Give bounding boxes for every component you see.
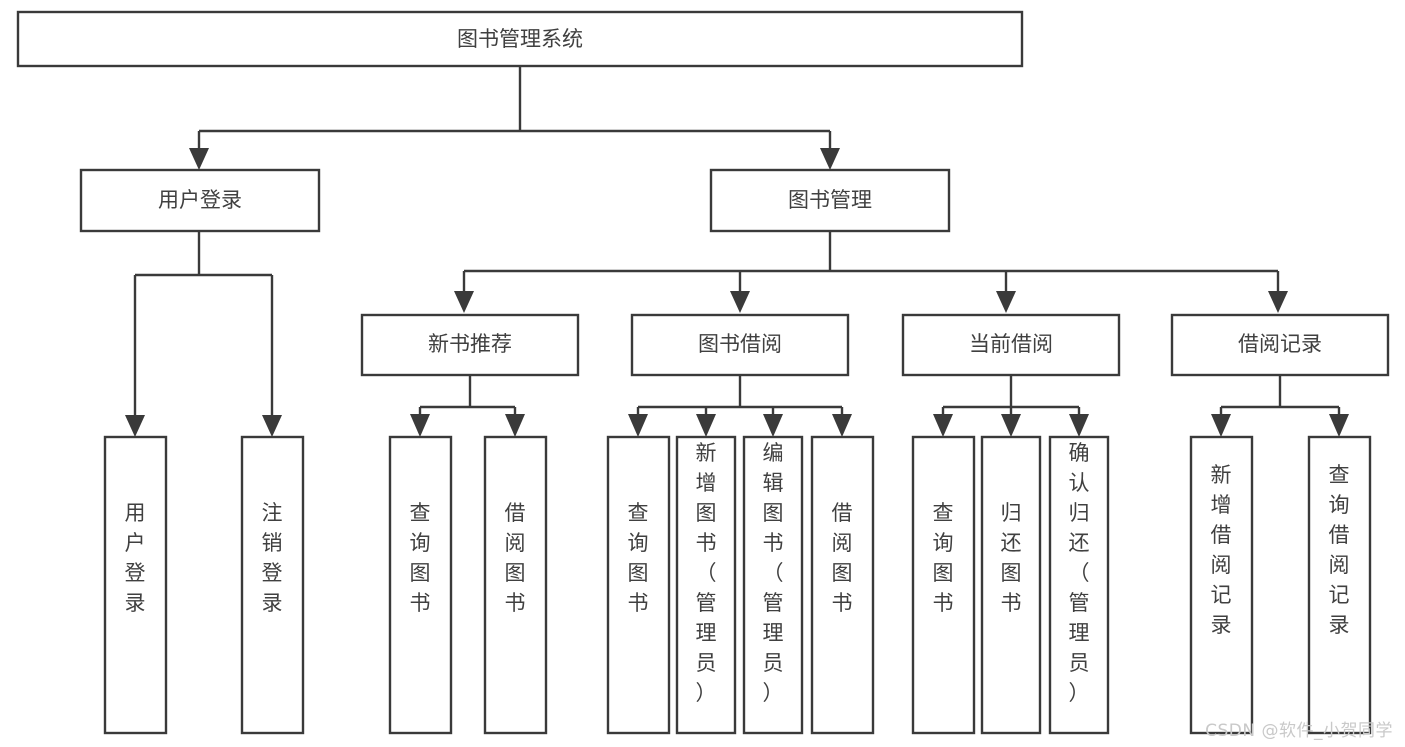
node-leaf-9-label: 查询图书	[933, 501, 954, 615]
node-leaf-5-label: 查询图书	[628, 501, 649, 615]
arrow-icon-to-leaf5	[628, 414, 648, 437]
arrowheads-layer	[125, 148, 1349, 437]
node-leaf-5-box[interactable]	[606, 435, 671, 735]
node-leaf-6-label: 新增图书（管理员）	[696, 441, 717, 705]
node-leaf-13[interactable]: 查询借阅记录	[1307, 435, 1372, 735]
node-book-mgmt-box[interactable]	[709, 168, 951, 233]
node-book-mgmt[interactable]: 图书管理	[709, 168, 951, 233]
arrow-icon-to-currentborrow	[996, 291, 1016, 313]
node-book-borrow-box[interactable]	[630, 313, 850, 377]
node-leaf-2-box[interactable]	[240, 435, 305, 735]
leaf-nodes-layer: 用户登录 注销登录 查询图书 借阅图书 查询图书 新增图书（管理员）	[103, 435, 1372, 735]
arrow-icon-to-leaf7	[763, 414, 783, 437]
node-root-box[interactable]	[16, 10, 1024, 68]
node-leaf-7-label: 编辑图书（管理员）	[763, 441, 784, 705]
node-leaf-10-label: 归还图书	[1001, 501, 1022, 615]
node-borrow-record[interactable]: 借阅记录	[1170, 313, 1390, 377]
arrow-icon-to-bookborrow	[730, 291, 750, 313]
node-root-label: 图书管理系统	[457, 27, 583, 51]
node-leaf-13-label: 查询借阅记录	[1329, 463, 1350, 637]
node-leaf-1[interactable]: 用户登录	[103, 435, 168, 735]
node-leaf-6-box[interactable]	[675, 435, 737, 735]
node-new-book-rec-label: 新书推荐	[428, 332, 512, 356]
node-login[interactable]: 用户登录	[79, 168, 321, 233]
node-leaf-2-label: 注销登录	[262, 501, 283, 615]
arrow-icon-to-leaf4	[505, 414, 525, 437]
node-leaf-11-label: 确认归还（管理员）	[1069, 441, 1090, 705]
node-login-label: 用户登录	[158, 188, 242, 212]
arrow-icon-to-login	[189, 148, 209, 170]
node-leaf-1-label: 用户登录	[125, 501, 146, 615]
node-login-box[interactable]	[79, 168, 321, 233]
node-leaf-11-box[interactable]	[1048, 435, 1110, 735]
node-leaf-10-box[interactable]	[980, 435, 1042, 735]
arrow-icon-to-leaf9	[933, 414, 953, 437]
node-leaf-1-box[interactable]	[103, 435, 168, 735]
node-leaf-12-label: 新增借阅记录	[1211, 463, 1232, 637]
node-leaf-4[interactable]: 借阅图书	[483, 435, 548, 735]
arrow-icon-to-leaf11	[1069, 414, 1089, 437]
node-root[interactable]: 图书管理系统	[16, 10, 1024, 68]
node-leaf-8-box[interactable]	[810, 435, 875, 735]
arrow-icon-to-leaf10	[1001, 414, 1021, 437]
node-leaf-6[interactable]: 新增图书（管理员）	[675, 435, 737, 735]
node-current-borrow[interactable]: 当前借阅	[901, 313, 1121, 377]
node-new-book-rec-box[interactable]	[360, 313, 580, 377]
node-borrow-record-label: 借阅记录	[1238, 332, 1322, 356]
node-leaf-10[interactable]: 归还图书	[980, 435, 1042, 735]
arrow-icon-to-leaf12	[1211, 414, 1231, 437]
node-leaf-4-label: 借阅图书	[505, 501, 526, 615]
arrow-icon-to-bookmgmt	[820, 148, 840, 170]
node-leaf-9-box[interactable]	[911, 435, 976, 735]
node-leaf-12[interactable]: 新增借阅记录	[1189, 435, 1254, 735]
arrow-icon-to-newbook	[454, 291, 474, 313]
node-leaf-9[interactable]: 查询图书	[911, 435, 976, 735]
arrow-icon-to-leaf2	[262, 415, 282, 437]
arrow-icon-to-leaf8	[832, 414, 852, 437]
node-leaf-2[interactable]: 注销登录	[240, 435, 305, 735]
node-book-borrow-label: 图书借阅	[698, 332, 782, 356]
arrow-icon-to-leaf3	[410, 414, 430, 437]
node-leaf-3[interactable]: 查询图书	[388, 435, 453, 735]
arrow-icon-to-leaf13	[1329, 414, 1349, 437]
arrow-icon-to-leaf6	[696, 414, 716, 437]
node-leaf-3-box[interactable]	[388, 435, 453, 735]
node-leaf-8[interactable]: 借阅图书	[810, 435, 875, 735]
node-leaf-11[interactable]: 确认归还（管理员）	[1048, 435, 1110, 735]
arrow-icon-to-borrowrecord	[1268, 291, 1288, 313]
node-leaf-3-label: 查询图书	[410, 501, 431, 615]
node-leaf-13-box[interactable]	[1307, 435, 1372, 735]
node-current-borrow-box[interactable]	[901, 313, 1121, 377]
node-new-book-rec[interactable]: 新书推荐	[360, 313, 580, 377]
node-leaf-7-box[interactable]	[742, 435, 804, 735]
arrow-icon-to-leaf1	[125, 415, 145, 437]
node-leaf-4-box[interactable]	[483, 435, 548, 735]
node-leaf-7[interactable]: 编辑图书（管理员）	[742, 435, 804, 735]
node-book-mgmt-label: 图书管理	[788, 188, 872, 212]
node-leaf-12-box[interactable]	[1189, 435, 1254, 735]
node-current-borrow-label: 当前借阅	[969, 332, 1053, 356]
node-borrow-record-box[interactable]	[1170, 313, 1390, 377]
node-leaf-5[interactable]: 查询图书	[606, 435, 671, 735]
node-book-borrow[interactable]: 图书借阅	[630, 313, 850, 377]
node-leaf-8-label: 借阅图书	[832, 501, 853, 615]
